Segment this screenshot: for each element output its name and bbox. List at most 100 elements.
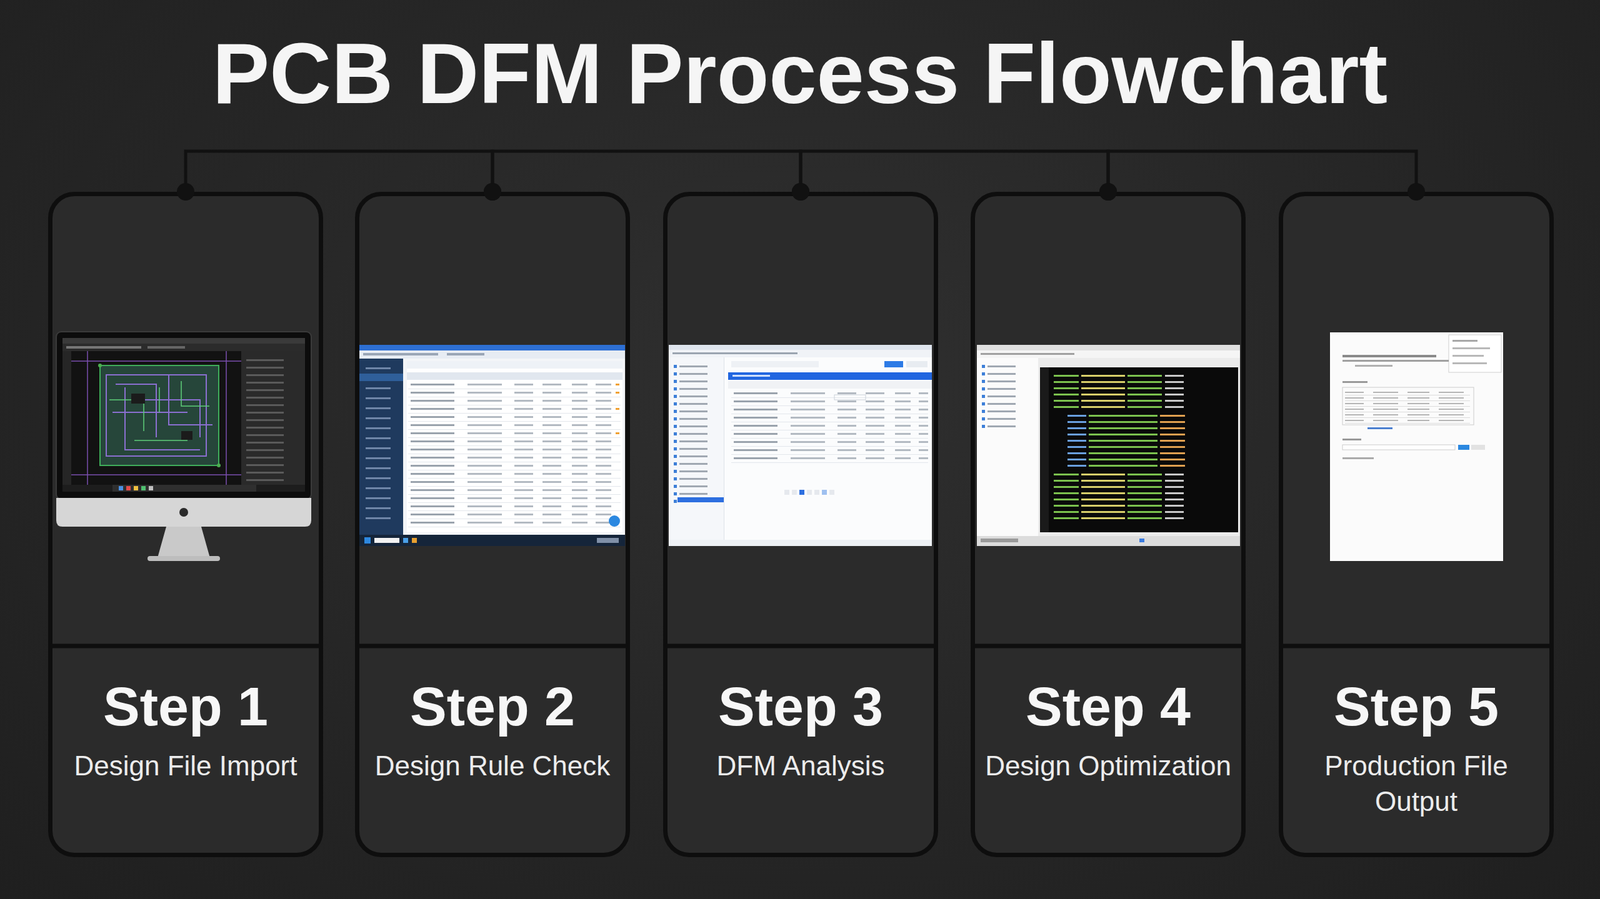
step-label: Design Optimization	[980, 748, 1237, 784]
dock-icon	[126, 486, 131, 491]
connector-dot	[176, 183, 195, 201]
table-rows	[408, 381, 621, 529]
editor-screenshot	[976, 345, 1240, 547]
column-header	[728, 381, 932, 389]
tool-bar	[976, 350, 1240, 359]
button	[906, 361, 928, 368]
corner-mark	[216, 463, 221, 468]
task-icon	[403, 538, 409, 544]
sidebar	[359, 358, 404, 535]
heading-strip	[1355, 365, 1393, 367]
window	[976, 345, 1240, 547]
page-button	[784, 490, 790, 495]
connector-dot	[483, 183, 502, 201]
guide-lines	[71, 351, 242, 485]
code-lines	[1048, 372, 1237, 410]
dock	[112, 485, 257, 492]
taskbar	[359, 535, 625, 547]
bracket-connector	[185, 151, 493, 192]
step-number: Step 2	[359, 675, 626, 739]
info-panel	[1448, 335, 1502, 373]
connector-dot	[483, 183, 502, 201]
menu-strip	[446, 353, 485, 356]
info-strip	[1452, 362, 1487, 365]
menu-bar	[359, 350, 625, 359]
logo-mark	[179, 508, 189, 517]
card-text: Step 2Design Rule Check	[359, 675, 626, 784]
page-title: PCB DFM Process Flowchart	[0, 23, 1600, 124]
window	[668, 345, 932, 547]
card-text: Step 3DFM Analysis	[667, 675, 934, 784]
card-text: Step 5Production File Output	[1283, 675, 1550, 820]
dock-icon	[133, 486, 139, 491]
connector-dot	[791, 183, 810, 201]
page-button	[806, 490, 812, 495]
task-clock	[596, 538, 619, 544]
tree-panel	[668, 357, 724, 547]
title-bar	[976, 345, 1240, 351]
table-rows	[1345, 390, 1470, 424]
monitor-stand	[157, 526, 210, 559]
code-lines	[1048, 471, 1237, 522]
card-text: Step 4 Design Optimization	[975, 675, 1242, 784]
sidebar-active	[359, 373, 404, 382]
dropdown	[834, 395, 866, 400]
connector-dot	[1407, 183, 1425, 201]
table-rows	[731, 390, 929, 465]
header-strip	[732, 375, 770, 377]
side-toolbar	[62, 351, 72, 485]
file-panel	[976, 358, 1039, 539]
menu-strip	[363, 353, 439, 356]
title-bar	[359, 345, 625, 351]
link-strip	[1367, 427, 1393, 430]
paper	[1330, 332, 1504, 562]
step-number: Step 5	[1283, 675, 1550, 739]
code-area	[1040, 367, 1239, 533]
pcb-traces	[109, 381, 210, 441]
pcb-board	[100, 365, 219, 466]
task-icon	[374, 538, 400, 544]
flag-mark	[615, 432, 620, 435]
status-icon	[1139, 538, 1145, 543]
monitor-chin	[56, 498, 312, 527]
title-bar	[668, 345, 932, 350]
tool-bar	[668, 350, 932, 358]
section-strip	[1342, 457, 1374, 460]
step-card: Step 2Design Rule Check	[355, 191, 630, 858]
blue-header	[728, 372, 932, 380]
tree-items	[668, 362, 724, 507]
page-button	[799, 490, 805, 495]
tool-strip	[672, 352, 798, 355]
heading-strip	[1342, 360, 1449, 362]
flag-mark	[615, 391, 620, 394]
menu-bar	[62, 338, 305, 344]
pcb-chip	[181, 431, 193, 440]
tool-bar	[62, 343, 305, 352]
connector-dot	[1099, 183, 1117, 201]
monitor-bezel	[56, 331, 312, 500]
status-strip	[980, 538, 1019, 543]
step-label: DFM Analysis	[672, 748, 929, 784]
task-icon	[411, 538, 417, 544]
canvas-area	[71, 351, 242, 485]
drc-screenshot	[359, 345, 625, 547]
page-button	[814, 490, 820, 495]
heading-strip	[1342, 355, 1437, 358]
connector-dot	[791, 183, 810, 201]
table-header	[406, 372, 623, 380]
step-number: Step 4	[975, 675, 1242, 739]
card-divider	[50, 644, 1552, 649]
section-strip	[1342, 438, 1362, 441]
section-strip	[1342, 381, 1368, 384]
content	[406, 361, 623, 533]
step-number: Step 1	[52, 675, 319, 739]
window	[359, 345, 625, 547]
page-button	[829, 490, 835, 495]
input-field	[1342, 445, 1455, 450]
tree-active	[677, 497, 724, 503]
tool-strip	[980, 353, 1075, 355]
sidebar-items	[359, 363, 404, 527]
page-button	[821, 490, 827, 495]
dock-icon	[148, 486, 154, 491]
flag-mark	[615, 383, 620, 386]
